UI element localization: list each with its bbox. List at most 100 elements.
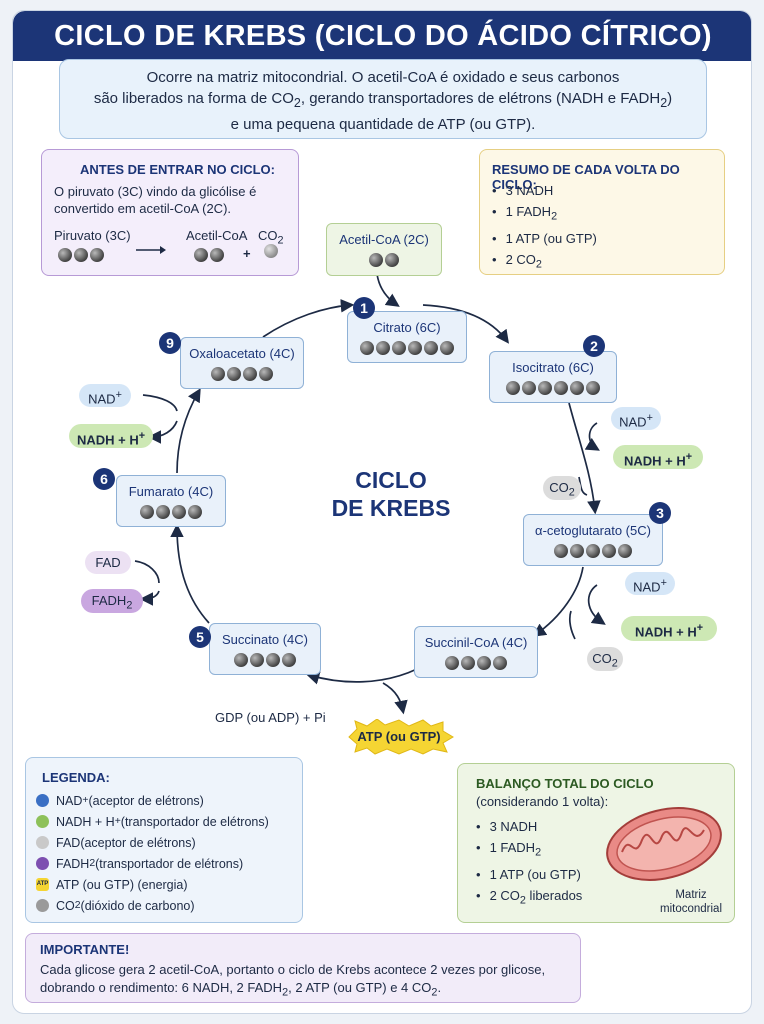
- carbon-atom-icon: [243, 367, 257, 381]
- carbon-atom-icon: [445, 656, 459, 670]
- carbon-atom-icon: [586, 381, 600, 395]
- summary-list: 3 NADH 1 FADH2 1 ATP (ou GTP) 2 CO2: [492, 180, 597, 275]
- balance-item: 3 NADH: [476, 816, 582, 837]
- nad-pill-left: NAD+: [79, 384, 131, 407]
- carbon-atom-icon: [266, 653, 280, 667]
- legend-item-nad: NAD+ (aceptor de elétrons): [36, 790, 269, 811]
- balance-box: BALANÇO TOTAL DO CICLO (considerando 1 v…: [457, 763, 735, 923]
- intro-line-3: e uma pequena quantidade de ATP (ou GTP)…: [230, 116, 536, 133]
- nadh-pill-right-1: NADH + H+: [613, 445, 703, 469]
- co2-pill-2: CO2: [587, 647, 623, 671]
- co2-pill-1: CO2: [543, 476, 581, 500]
- legend-item-nadh: NADH + H+ (transportador de elétrons): [36, 811, 269, 832]
- atp-burst-icon: ATP: [36, 878, 49, 891]
- mito-label: Matriz mitocondrial: [660, 889, 722, 915]
- fad-dot-icon: [36, 836, 49, 849]
- legend-list: NAD+ (aceptor de elétrons) NADH + H+ (tr…: [36, 790, 269, 916]
- legend-heading: LEGENDA:: [42, 770, 110, 785]
- carbon-atom-icon: [140, 505, 154, 519]
- nad-pill-right-2: NAD+: [625, 572, 675, 595]
- step-number-1: 1: [353, 297, 375, 319]
- carbon-atom-icon: [227, 367, 241, 381]
- carbon-atom-icon: [424, 341, 438, 355]
- carbon-atom-icon: [522, 381, 536, 395]
- carbon-atom-icon: [570, 381, 584, 395]
- acetyl-coa-label: Acetil-CoA: [186, 228, 248, 243]
- page-title: CICLO DE KREBS (CICLO DO ÁCIDO CÍTRICO): [13, 11, 751, 61]
- fadh2-pill: FADH2: [81, 589, 143, 613]
- carbon-atom-icon: [376, 341, 390, 355]
- atp-label: ATP (ou GTP): [357, 729, 441, 744]
- legend-item-fad: FAD (aceptor de elétrons): [36, 832, 269, 853]
- step-number-9: 9: [159, 332, 181, 354]
- plus-sign: +: [243, 246, 251, 261]
- nadh-pill-right-2: NADH + H+: [621, 616, 717, 641]
- pyruvate-carbons: [58, 248, 104, 262]
- carbon-atom-icon: [210, 248, 224, 262]
- balance-item: 2 CO2 liberados: [476, 885, 583, 912]
- carbon-atom-icon: [586, 544, 600, 558]
- carbon-atom-icon: [538, 381, 552, 395]
- acetyl-coa-entry: Acetil-CoA (2C): [326, 223, 442, 276]
- before-cycle-text-1: O piruvato (3C) vindo da glicólise é: [54, 184, 257, 199]
- summary-item: 1 FADH2: [492, 201, 597, 228]
- carbon-atom-icon: [618, 544, 632, 558]
- carbon-atom-icon: [211, 367, 225, 381]
- step-number-2: 2: [583, 335, 605, 357]
- pyruvate-label: Piruvato (3C): [54, 228, 131, 243]
- acetyl-coa-carbons: [194, 248, 224, 262]
- important-heading: IMPORTANTE!: [40, 942, 130, 957]
- infographic-page: CICLO DE KREBS (CICLO DO ÁCIDO CÍTRICO) …: [12, 10, 752, 1014]
- carbon-atom-icon: [156, 505, 170, 519]
- node-succinil-coa: Succinil-CoA (4C): [414, 626, 538, 678]
- node-cetoglutarato: α-cetoglutarato (5C): [523, 514, 663, 566]
- carbon-atom-icon: [259, 367, 273, 381]
- cycle-center-label: CICLO DE KREBS: [331, 467, 451, 521]
- gdp-label: GDP (ou ADP) + Pi: [215, 710, 326, 725]
- conversion-arrow-icon: [136, 246, 166, 254]
- node-fumarato: Fumarato (4C): [116, 475, 226, 527]
- co2-molecule-icon: [264, 244, 278, 258]
- carbon-atom-icon: [554, 381, 568, 395]
- carbon-atom-icon: [250, 653, 264, 667]
- node-oxaloacetato: Oxaloacetato (4C): [180, 337, 304, 389]
- carbon-atom-icon: [385, 253, 399, 267]
- carbon-atom-icon: [90, 248, 104, 262]
- carbon-atom-icon: [602, 544, 616, 558]
- co2-dot-icon: [36, 899, 49, 912]
- carbon-atom-icon: [188, 505, 202, 519]
- balance-item: 1 FADH2: [476, 837, 582, 864]
- co2-label: CO2: [258, 228, 284, 247]
- intro-box: Ocorre na matriz mitocondrial. O acetil-…: [59, 59, 707, 139]
- step-number-3: 3: [649, 502, 671, 524]
- carbon-atom-icon: [282, 653, 296, 667]
- node-citrato: Citrato (6C): [347, 311, 467, 363]
- nad-pill-right-1: NAD+: [611, 407, 661, 430]
- legend-box: LEGENDA: NAD+ (aceptor de elétrons) NADH…: [25, 757, 303, 923]
- carbon-atom-icon: [369, 253, 383, 267]
- summary-box: RESUMO DE CADA VOLTA DO CICLO: 3 NADH 1 …: [479, 149, 725, 275]
- balance-subheading: (considerando 1 volta):: [476, 794, 609, 809]
- before-cycle-text-2: convertido em acetil-CoA (2C).: [54, 201, 232, 216]
- balance-list: 3 NADH 1 FADH2 1 ATP (ou GTP) 2 CO2 libe…: [476, 816, 583, 912]
- cycle-arrows: [134, 273, 606, 715]
- atp-burst-icon: [348, 718, 454, 755]
- fadh2-dot-icon: [36, 857, 49, 870]
- carbon-atom-icon: [554, 544, 568, 558]
- node-isocitrato: Isocitrato (6C): [489, 351, 617, 403]
- before-cycle-box: ANTES DE ENTRAR NO CICLO: O piruvato (3C…: [41, 149, 299, 276]
- before-cycle-heading: ANTES DE ENTRAR NO CICLO:: [80, 162, 275, 177]
- carbon-atom-icon: [172, 505, 186, 519]
- mitochondrion-icon: [606, 807, 722, 881]
- important-line-2: dobrando o rendimento: 6 NADH, 2 FADH2, …: [40, 980, 442, 999]
- summary-item: 2 CO2: [492, 249, 597, 276]
- carbon-atom-icon: [440, 341, 454, 355]
- carbon-atom-icon: [506, 381, 520, 395]
- fad-pill: FAD: [85, 551, 131, 574]
- carbon-atom-icon: [74, 248, 88, 262]
- carbon-atom-icon: [194, 248, 208, 262]
- carbon-atom-icon: [570, 544, 584, 558]
- carbon-atom-icon: [392, 341, 406, 355]
